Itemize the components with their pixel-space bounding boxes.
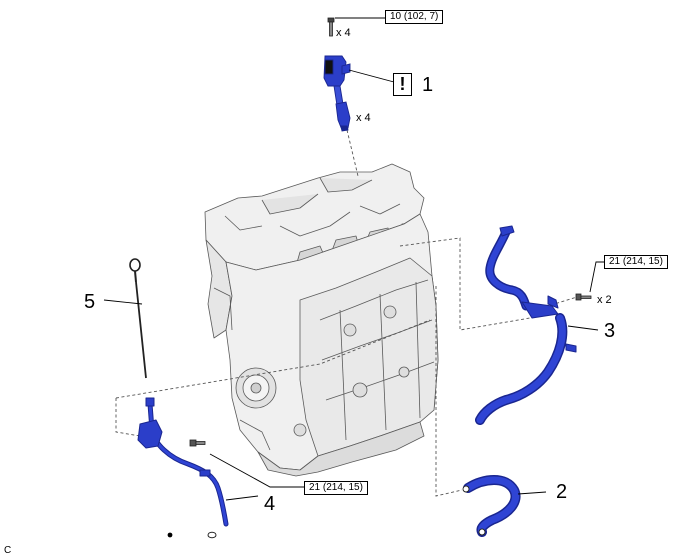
torque-callout-coil-bolt: 10 (102, 7) [385,10,444,24]
quantity-pipe-bolt: x 2 [597,294,612,306]
pipe-bolt [575,293,592,301]
part-number-4: 4 [264,493,276,515]
engine-assembly [204,163,439,477]
coil-bolt [327,17,335,37]
guide-bolt [189,439,206,447]
water-hose-part-2 [462,475,521,537]
ignition-coil-part [323,17,351,132]
part-number-1: 1 [422,74,434,96]
ignition-coil [323,55,351,132]
part-number-3: 3 [604,320,616,342]
oil-gauge-guide-part-4 [137,397,229,527]
warning-icon: ! [393,73,412,96]
torque-callout-pipe-bolt: 21 (214, 15) [604,255,668,269]
o-ring [167,531,217,539]
oil-dipstick-part-5 [129,258,147,379]
quantity-coil-bolt: x 4 [336,27,351,39]
dashed-guide-lines [115,129,581,497]
callout-lines [103,17,604,501]
torque-callout-guide-bolt: 21 (214, 15) [304,481,368,495]
figure-code: C [4,545,12,556]
water-pipe-part-3 [475,225,577,425]
quantity-coil: x 4 [356,112,371,124]
part-number-5: 5 [84,291,96,313]
part-number-2: 2 [556,481,568,503]
